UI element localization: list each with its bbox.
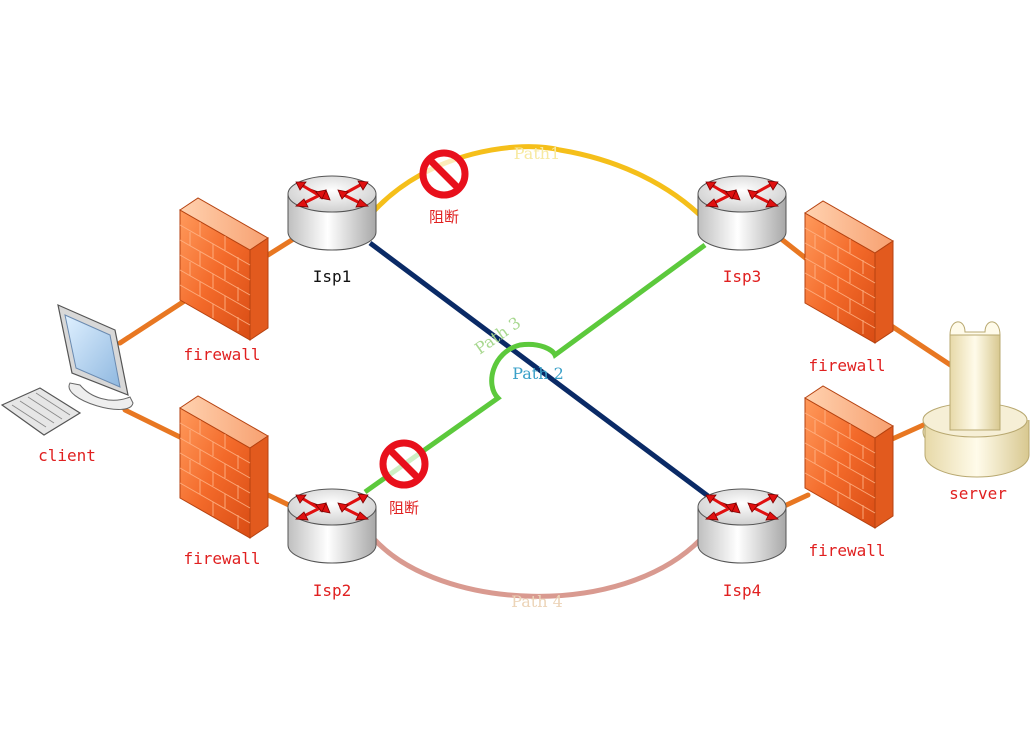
label-client: client xyxy=(38,446,96,465)
label-server: server xyxy=(949,484,1007,503)
link-fw-server-top xyxy=(887,322,958,371)
label-path4: Path 4 xyxy=(511,592,563,611)
router-icon-isp2 xyxy=(286,487,378,565)
link-client-fw-top xyxy=(117,297,189,346)
link-fw-isp1 xyxy=(265,235,298,258)
prohibited-icon-top xyxy=(420,150,468,198)
label-firewall-bottom-left: firewall xyxy=(183,549,260,568)
server-tower-icon xyxy=(922,321,1030,478)
firewall-icon-top-right xyxy=(804,180,894,344)
label-isp4: Isp4 xyxy=(723,581,762,600)
label-path1: Path1 xyxy=(514,144,561,163)
label-isp2: Isp2 xyxy=(313,581,352,600)
router-icon-isp1 xyxy=(286,174,378,252)
label-isp1: Isp1 xyxy=(313,267,352,286)
firewall-icon-top-left xyxy=(179,177,269,341)
link-client-fw-bottom xyxy=(122,407,189,443)
path3-line xyxy=(363,242,707,495)
router-icon-isp4 xyxy=(696,487,788,565)
label-firewall-bottom-right: firewall xyxy=(808,541,885,560)
label-path2: Path 2 xyxy=(512,364,564,383)
label-isp3: Isp3 xyxy=(723,267,762,286)
firewall-icon-bottom-left xyxy=(179,375,269,539)
label-block-bottom: 阻断 xyxy=(389,499,419,517)
computer-icon xyxy=(0,303,134,436)
label-block-top: 阻断 xyxy=(429,208,459,226)
prohibited-icon-bottom xyxy=(380,440,428,488)
label-firewall-top-left: firewall xyxy=(183,345,260,364)
label-firewall-top-right: firewall xyxy=(808,356,885,375)
path2-line xyxy=(368,240,710,499)
link-fw-server-bottom xyxy=(887,419,933,443)
router-icon-isp3 xyxy=(696,174,788,252)
firewall-icon-bottom-right xyxy=(804,365,894,529)
link-isp3-fw xyxy=(777,235,811,263)
path4-line xyxy=(373,538,702,599)
